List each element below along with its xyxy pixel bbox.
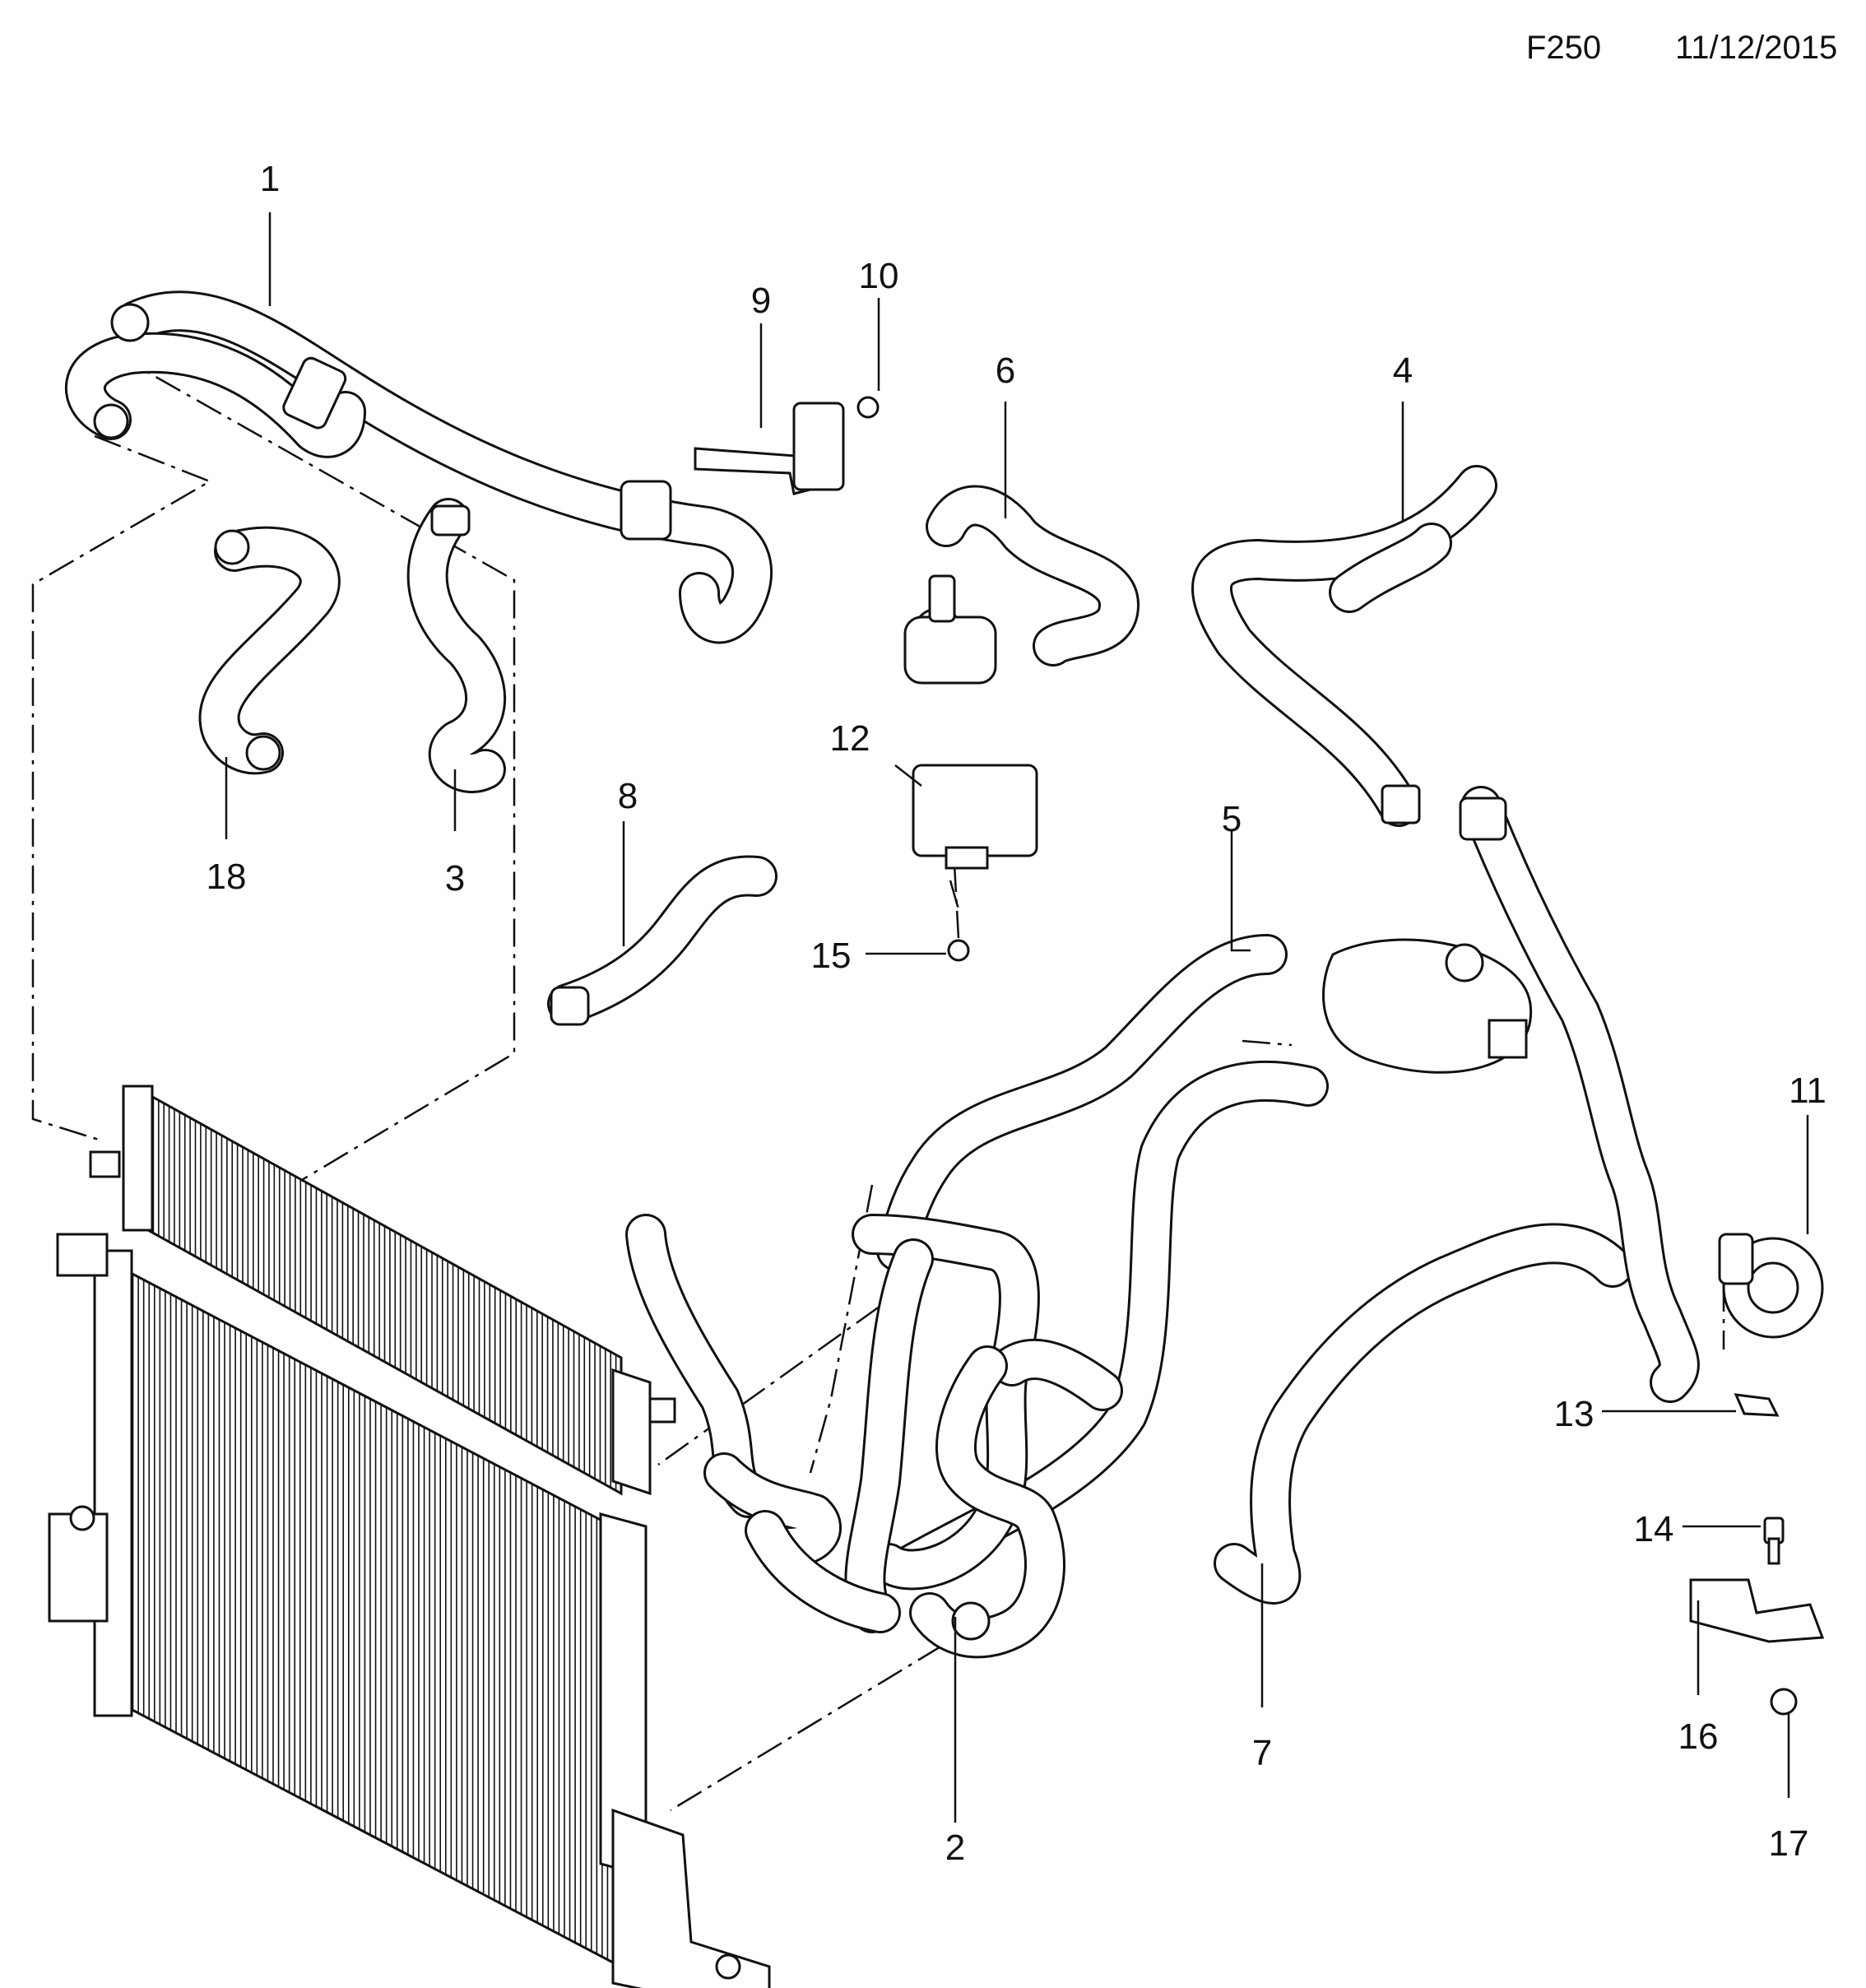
bolt-14 <box>1763 1517 1785 1565</box>
callout-13: 13 <box>1554 1394 1594 1434</box>
hose-1-upper <box>64 290 773 644</box>
hose-6 <box>926 485 1140 667</box>
leader-lines <box>225 212 1809 1823</box>
callout-15: 15 <box>811 936 852 976</box>
hose-4 <box>1191 465 1497 827</box>
bolt-10 <box>856 396 880 419</box>
callout-14: 14 <box>1634 1509 1674 1549</box>
callout-7: 7 <box>1252 1733 1272 1773</box>
hose-2-lower <box>625 1214 1123 1659</box>
callout-5: 5 <box>1222 799 1242 839</box>
callout-10: 10 <box>859 256 899 296</box>
radiator <box>48 1233 771 1988</box>
electric-pump-11 <box>1718 1233 1824 1339</box>
diagram-date: 11/12/2015 <box>1675 30 1838 66</box>
callout-12: 12 <box>830 718 870 759</box>
callout-labels: 1 2 3 4 5 6 7 8 9 10 11 12 13 14 15 16 1… <box>207 159 1827 1868</box>
hose-7 <box>1214 786 1700 1605</box>
callout-17: 17 <box>1769 1823 1809 1864</box>
assembly-lines <box>31 352 1725 1812</box>
condenser <box>89 1085 676 1496</box>
callout-2: 2 <box>945 1828 965 1868</box>
hose-8 <box>547 855 778 1026</box>
callout-9: 9 <box>751 281 771 321</box>
expansion-tank <box>1322 938 1533 1074</box>
bracket-12 <box>912 764 1038 870</box>
callout-6: 6 <box>996 351 1015 391</box>
callout-8: 8 <box>618 776 638 816</box>
bracket-16 <box>1689 1578 1825 1643</box>
callout-11: 11 <box>1789 1071 1827 1111</box>
callout-1: 1 <box>260 159 280 199</box>
callout-18: 18 <box>207 857 247 897</box>
diagram-code: F250 <box>1526 30 1602 66</box>
bracket-9 <box>694 402 845 495</box>
nut-17 <box>1770 1688 1798 1716</box>
hose-18 <box>198 526 341 775</box>
hose-3 <box>406 498 507 793</box>
nut-15 <box>947 939 970 962</box>
callout-4: 4 <box>1393 351 1413 391</box>
clip-13 <box>1734 1393 1780 1417</box>
callout-3: 3 <box>445 858 465 899</box>
electric-pump-6 <box>903 574 997 685</box>
callout-16: 16 <box>1678 1716 1719 1757</box>
